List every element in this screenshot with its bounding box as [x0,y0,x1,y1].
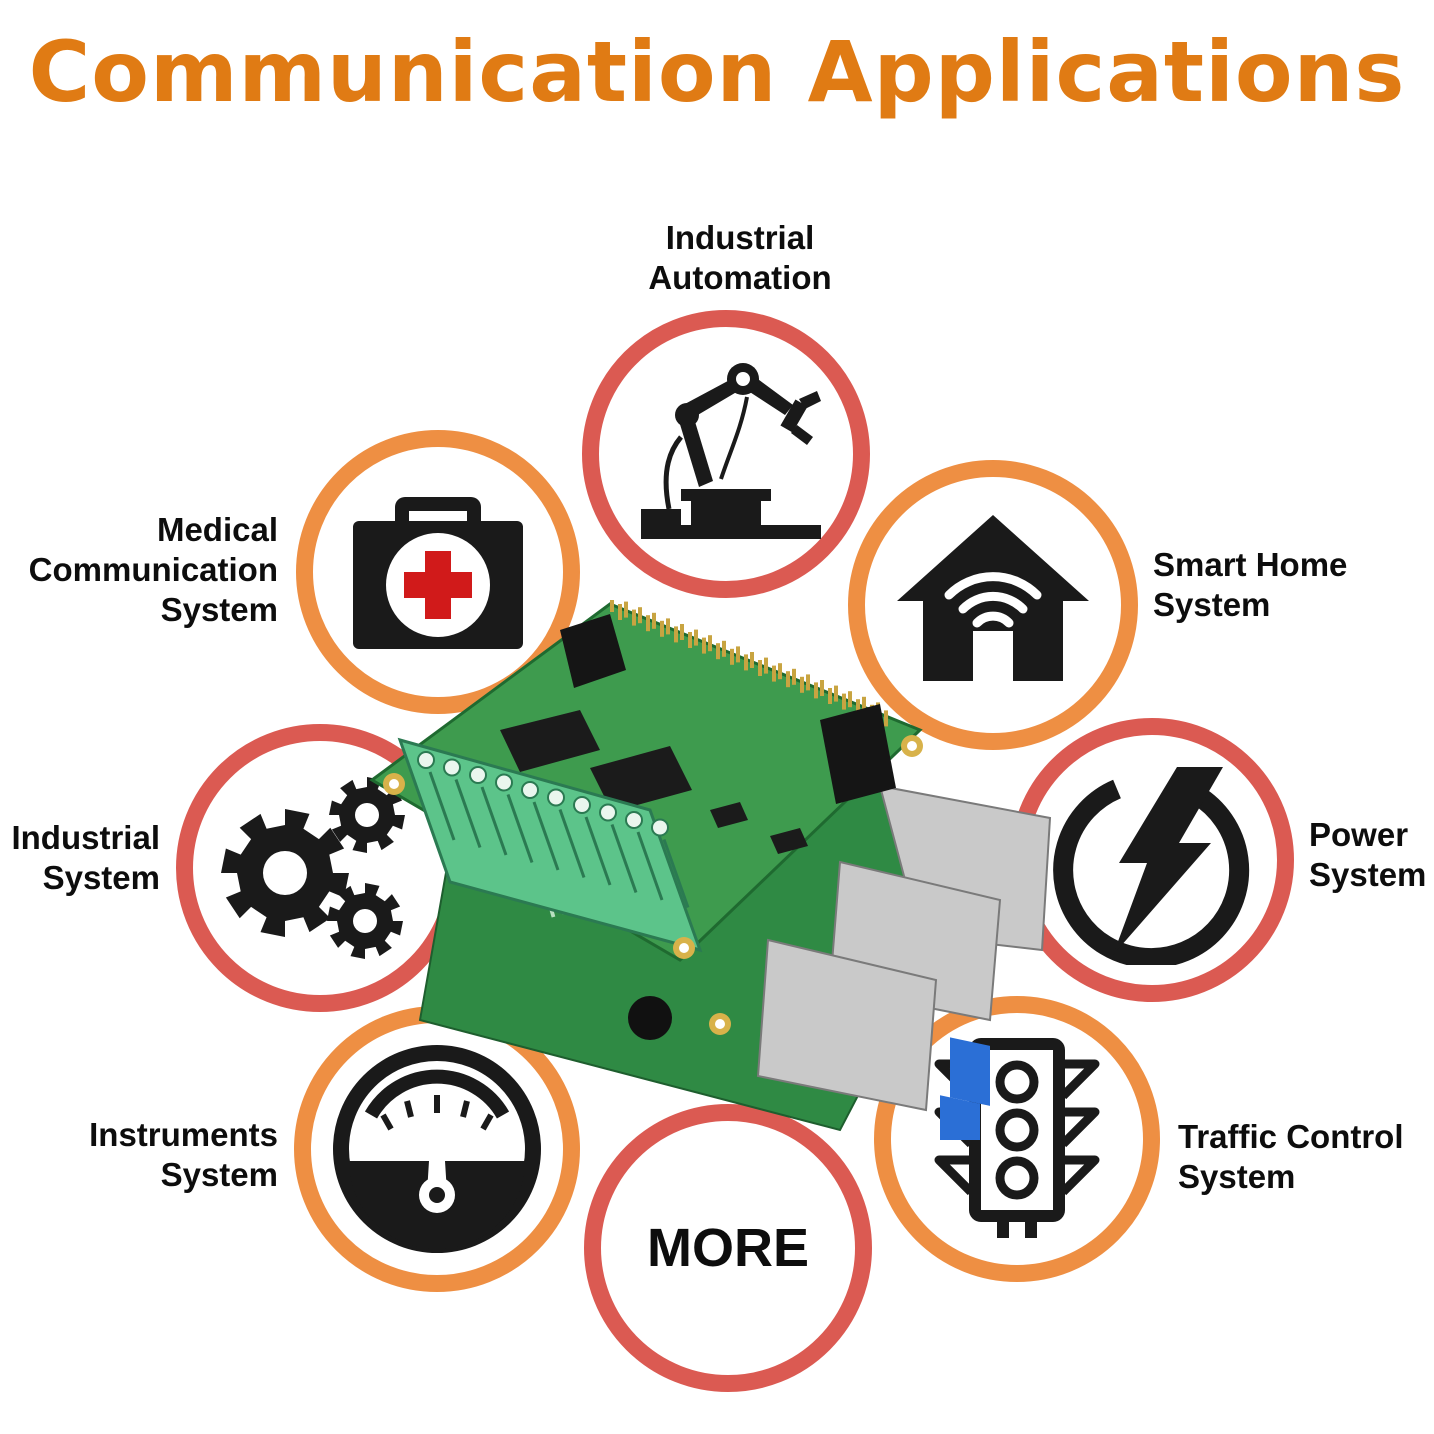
robot-arm-icon [641,363,821,539]
ring-more: MORE [584,1104,872,1392]
label-instruments: Instruments System [89,1116,278,1193]
lightning-icon [1053,767,1250,965]
ring-power [1010,718,1294,1002]
label-industrial-automation: Industrial Automation [648,219,832,296]
more-label: MORE [647,1218,809,1278]
label-medical: Medical Communication System [28,511,278,628]
gauge-icon [333,1045,541,1253]
smart-home-icon [897,515,1089,681]
chips [500,710,808,854]
gears-icon [221,777,405,959]
label-industrial-system: Industrial System [11,819,160,896]
pcb-board-illustration: HDMI [369,600,1052,1140]
label-smart-home: Smart Home System [1153,546,1348,623]
gpio-pins [610,600,888,727]
medical-kit-icon [353,497,523,649]
label-traffic: Traffic Control System [1178,1118,1404,1195]
ring-industrial-automation [582,310,870,598]
usb-ethernet-ports [756,784,1052,1112]
page-title: Communication Applications [28,23,1406,121]
label-power: Power System [1309,816,1427,893]
